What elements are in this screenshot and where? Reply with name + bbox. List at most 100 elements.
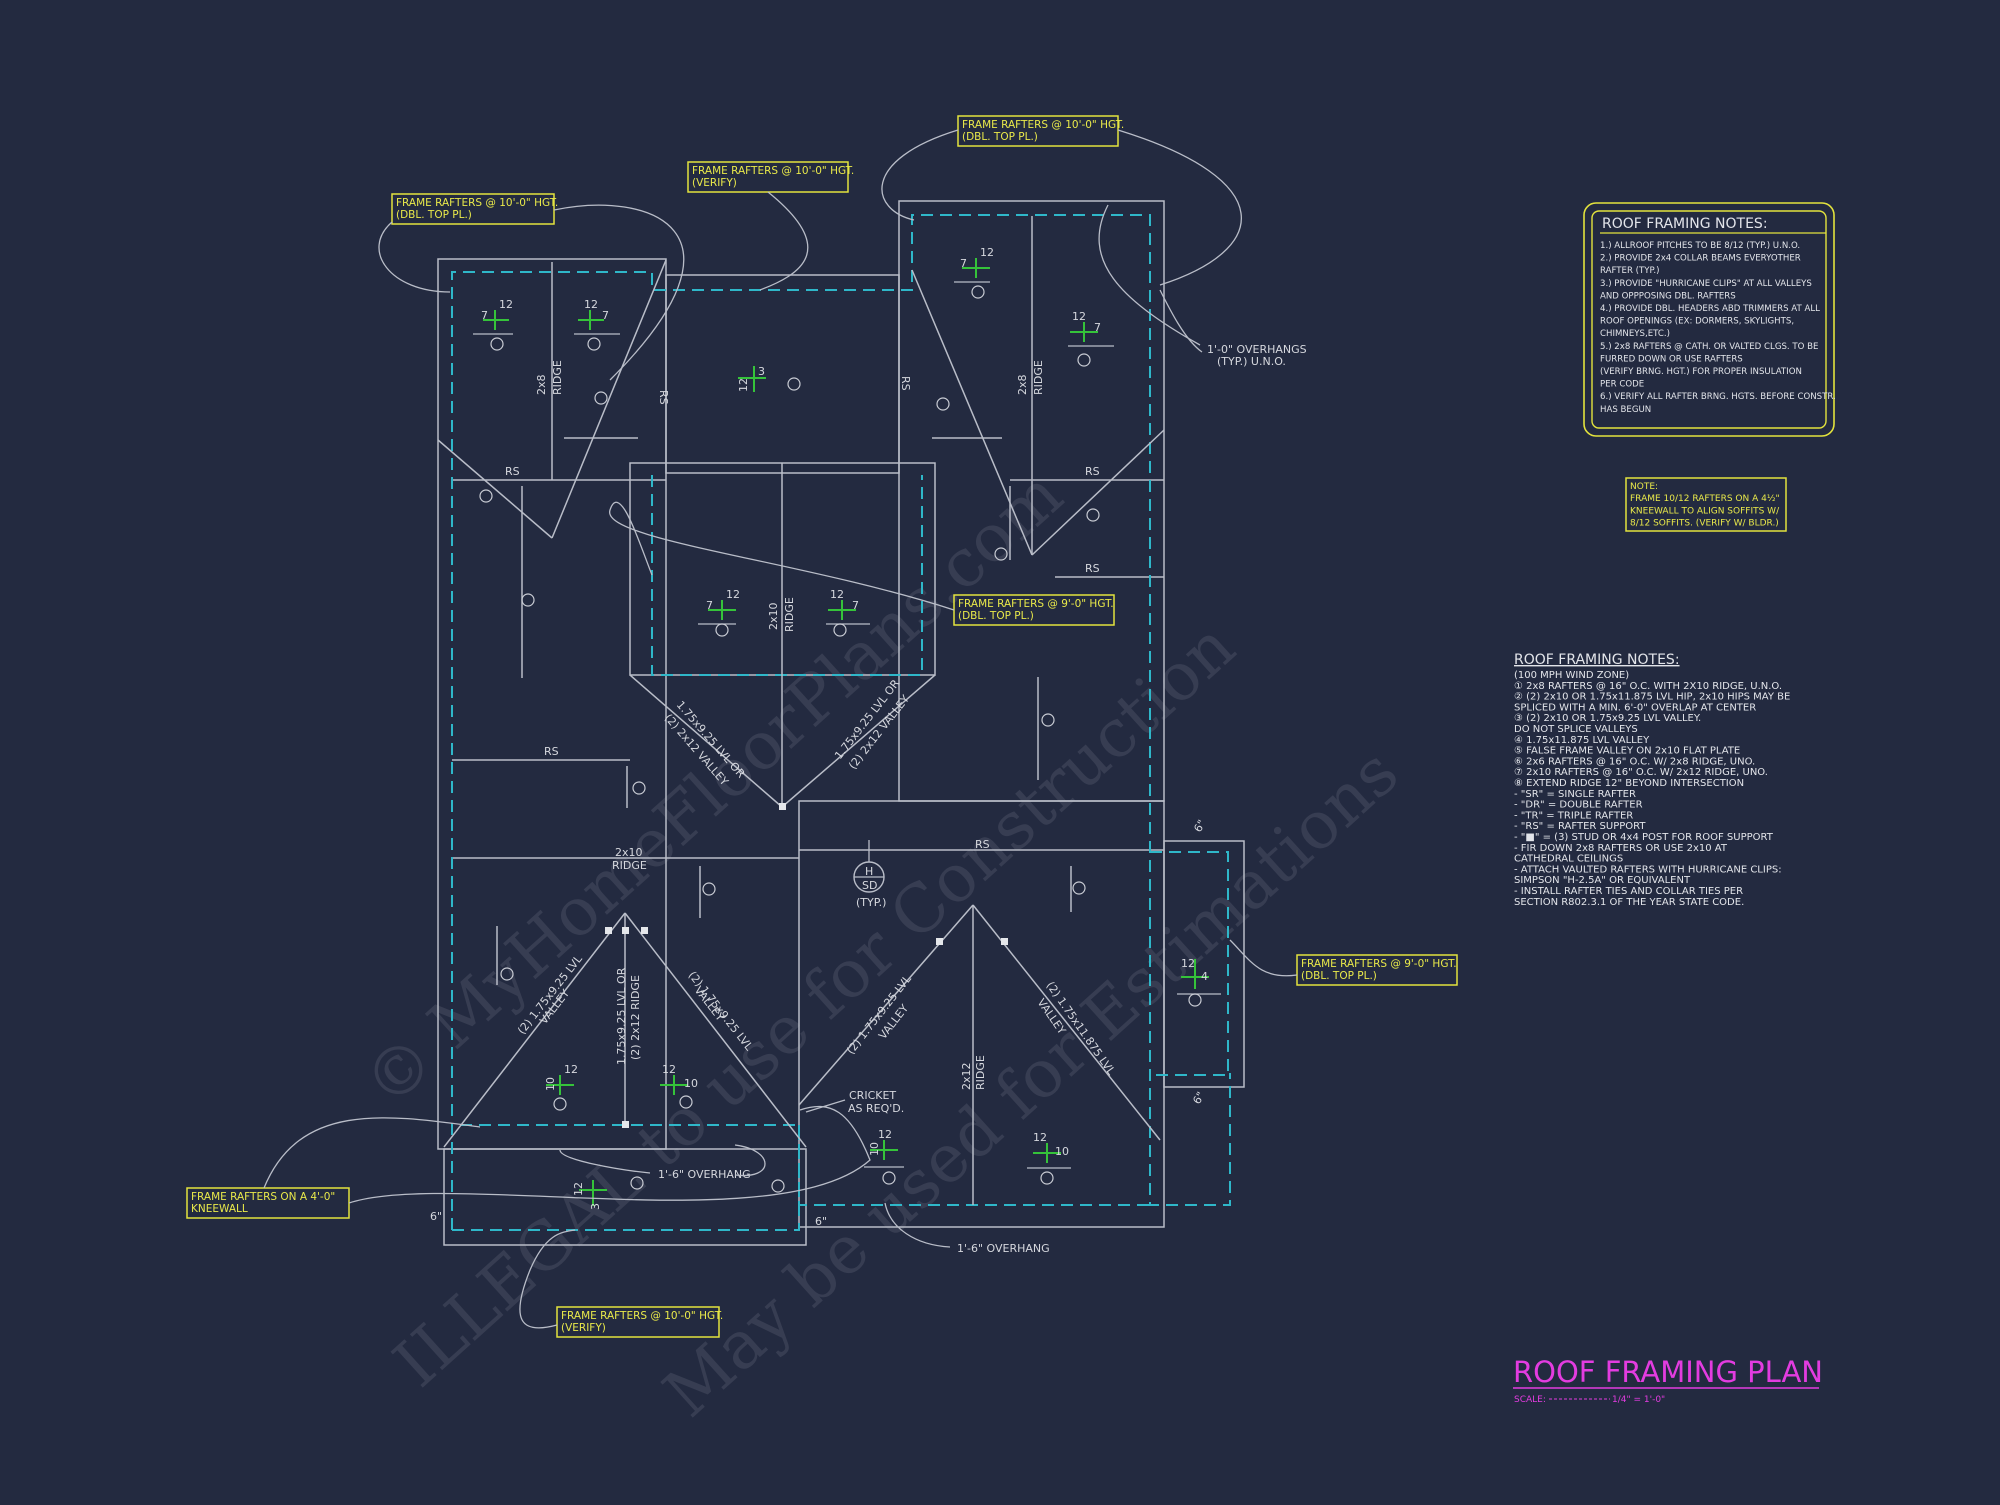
- svg-text:7: 7: [706, 599, 713, 612]
- notes-list-line: DO NOT SPLICE VALLEYS: [1514, 724, 1638, 735]
- tag-8: [936, 397, 950, 411]
- pitch-symbol: 127: [473, 298, 513, 335]
- bay-outline: [1163, 840, 1245, 1088]
- svg-text:12: 12: [584, 298, 598, 311]
- support-posts: [605, 803, 1008, 1128]
- rs-label: RS: [975, 838, 990, 851]
- callout-c6: FRAME RAFTERS ON A 4'-0" KNEEWALL: [186, 1105, 871, 1219]
- notes-list-line: - "SR" = SINGLE RAFTER: [1514, 789, 1636, 800]
- note-line: NOTE:: [1630, 482, 1658, 492]
- note-lines: NOTE:FRAME 10/12 RAFTERS ON A 4½"KNEEWAL…: [1630, 482, 1780, 529]
- notes-list-line: - "RS" = RAFTER SUPPORT: [1514, 821, 1646, 832]
- svg-text:7: 7: [602, 309, 609, 322]
- notes-box-line: AND OPPPOSING DBL. RAFTERS: [1600, 291, 1736, 301]
- tag-1: [994, 547, 1008, 561]
- pitch-symbol: 127: [826, 588, 870, 625]
- notes-box-line: HAS BEGUN: [1600, 405, 1651, 415]
- notes-list-title: ROOF FRAMING NOTES:: [1514, 652, 1680, 668]
- overhang-leader: [1098, 204, 1201, 346]
- tag-8: [771, 1179, 785, 1193]
- hip-right-b: [1031, 429, 1165, 556]
- svg-text:FRAME RAFTERS @ 9'-0" HGT.: FRAME RAFTERS @ 9'-0" HGT.: [1301, 958, 1457, 970]
- svg-text:7: 7: [852, 599, 859, 612]
- note-line: 8/12 SOFFITS. (VERIFY W/ BLDR.): [1630, 519, 1779, 529]
- svg-text:(DBL. TOP PL.): (DBL. TOP PL.): [1301, 970, 1377, 982]
- main-overhang-dashed: [451, 214, 1231, 1230]
- callout-c3: FRAME RAFTERS @ 10'-0" HGT. (DBL. TOP PL…: [881, 115, 1242, 286]
- rs-label: RS: [1085, 465, 1100, 478]
- svg-text:FRAME RAFTERS @ 10'-0" HGT.: FRAME RAFTERS @ 10'-0" HGT.: [962, 119, 1124, 131]
- notes-box-line: PER CODE: [1600, 380, 1644, 390]
- watermark-copyright: © MyHomeFloorPlans.com: [349, 456, 1077, 1122]
- svg-text:(VERIFY): (VERIFY): [692, 177, 737, 189]
- svg-text:4: 4: [1201, 970, 1208, 983]
- valley-center-left: [629, 674, 783, 808]
- scale-value: 1/4" = 1'-0": [1612, 1395, 1665, 1405]
- ridge-size-label: 2x8: [1016, 374, 1029, 395]
- pitch-symbol: 12 4: [1177, 957, 1221, 995]
- center-top-outline: [665, 274, 900, 474]
- svg-text:12: 12: [1181, 957, 1195, 970]
- svg-text:3: 3: [589, 1203, 602, 1210]
- dimension-label: 6": [815, 1215, 827, 1228]
- callout-c5: FRAME RAFTERS @ 9'-0" HGT. (DBL. TOP PL.…: [1229, 939, 1458, 986]
- notes-list-line: ⑦ 2x10 RAFTERS @ 16" O.C. W/ 2x12 RIDGE,…: [1514, 767, 1768, 778]
- post-marker: [936, 938, 943, 945]
- dimension-label: 6": [1191, 818, 1208, 835]
- svg-text:KNEEWALL: KNEEWALL: [191, 1203, 248, 1215]
- ridge-lvl-label: 1.75x9.25 LVL OR: [615, 967, 628, 1065]
- tag-8: [971, 285, 985, 299]
- notes-box-line: 6.) VERIFY ALL RAFTER BRNG. HGTS. BEFORE…: [1600, 392, 1836, 402]
- notes-list-line: ⑧ EXTEND RIDGE 12" BEYOND INTERSECTION: [1514, 778, 1744, 789]
- ridge-label: RIDGE: [1032, 360, 1045, 395]
- pitch-symbol: 312: [737, 365, 766, 392]
- tag-1: [500, 967, 514, 981]
- svg-text:3: 3: [758, 365, 765, 378]
- notes-box-line: 3.) PROVIDE "HURRICANE CLIPS" AT ALL VAL…: [1600, 279, 1812, 289]
- ridge-size-label: 2x12: [960, 1062, 973, 1090]
- smoke-detector-h: H: [865, 865, 873, 878]
- tag-1: [1041, 713, 1055, 727]
- tag-1: [833, 623, 847, 637]
- svg-text:12: 12: [726, 588, 740, 601]
- notes-list-line: - ATTACH VAULTED RAFTERS WITH HURRICANE …: [1514, 864, 1782, 875]
- notes-list-line: ② (2) 2x10 OR 1.75x11.875 LVL HIP, 2x10 …: [1514, 692, 1790, 703]
- overhang-leader: [1159, 289, 1203, 353]
- tag-8: [490, 337, 504, 351]
- notes-box-title: ROOF FRAMING NOTES:: [1602, 216, 1768, 232]
- tag-8: [1077, 353, 1091, 367]
- notes-box-line: (VERIFY BRNG. HGT.) FOR PROPER INSULATIO…: [1600, 367, 1802, 377]
- pitch-symbol: 123: [572, 1180, 607, 1210]
- notes-list-line: CATHEDRAL CEILINGS: [1514, 854, 1623, 865]
- post-marker: [622, 927, 629, 934]
- callout-c7: FRAME RAFTERS @ 10'-0" HGT. (VERIFY): [519, 1229, 723, 1338]
- roof-framing-notes-box: ROOF FRAMING NOTES: 1.) ALLROOF PITCHES …: [1583, 202, 1836, 437]
- porch-overhang-dashed: [452, 1124, 800, 1231]
- ridge-size-label: 2x10: [615, 846, 643, 859]
- notes-box-line: ROOF OPENINGS (EX: DORMERS, SKYLIGHTS,: [1600, 317, 1794, 327]
- front-porch-outline: [443, 1148, 807, 1246]
- svg-text:FRAME RAFTERS @ 9'-0" HGT.: FRAME RAFTERS @ 9'-0" HGT.: [958, 598, 1114, 610]
- notes-list-line: - "TR" = TRIPLE RAFTER: [1514, 810, 1633, 821]
- tag-1: [882, 1171, 896, 1185]
- svg-text:12: 12: [499, 298, 513, 311]
- hip-right-a: [911, 269, 1033, 556]
- svg-text:7: 7: [1094, 321, 1101, 334]
- svg-text:10: 10: [1055, 1145, 1069, 1158]
- notes-box-line: 2.) PROVIDE 2x4 COLLAR BEAMS EVERYOTHER: [1600, 254, 1801, 264]
- watermark: © MyHomeFloorPlans.com ILLEGAL to use fo…: [349, 456, 1413, 1432]
- scale-label: SCALE:: [1514, 1395, 1546, 1405]
- notes-box-line: CHIMNEYS,ETC.): [1600, 329, 1670, 339]
- svg-text:12: 12: [878, 1128, 892, 1141]
- tag-1: [702, 882, 716, 896]
- post-marker: [605, 927, 612, 934]
- notes-list-line: - FIR DOWN 2x8 RAFTERS OR USE 2x10 AT: [1514, 843, 1728, 854]
- svg-text:12: 12: [662, 1063, 676, 1076]
- post-marker: [641, 927, 648, 934]
- svg-text:(DBL. TOP PL.): (DBL. TOP PL.): [958, 610, 1034, 622]
- tag-8: [1188, 993, 1202, 1007]
- callouts: FRAME RAFTERS @ 10'-0" HGT. (DBL. TOP PL…: [186, 115, 1458, 1338]
- notes-list-line: ③ (2) 2x10 OR 1.75x9.25 LVL VALLEY.: [1514, 713, 1701, 724]
